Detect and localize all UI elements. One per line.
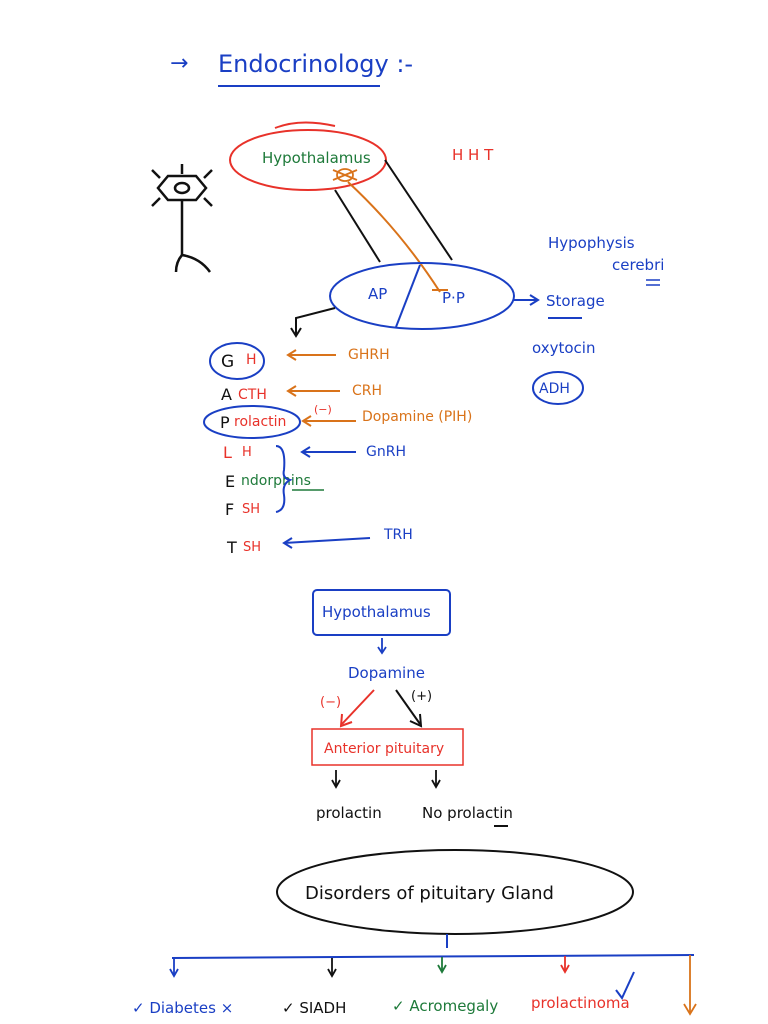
- disorder-item: ✓ Diabetes ×: [132, 999, 233, 1017]
- pituitary-ellipse: [329, 262, 515, 330]
- prolactin-circle: [203, 405, 301, 439]
- flow-no-prolactin: No prolactin: [422, 804, 513, 822]
- flow-neg: (−): [320, 695, 341, 710]
- disorder-item: ✓ SIADH: [282, 999, 346, 1017]
- hormone-rest: H: [242, 445, 252, 460]
- releaser-label: Dopamine (PIH): [362, 409, 472, 425]
- check-icon: [615, 971, 635, 1000]
- hormone-rest: H: [246, 352, 257, 368]
- flow-anterior: Anterior pituitary: [324, 741, 444, 757]
- hypophysis-label: Hypophysis: [548, 234, 635, 252]
- hht-label: H H T: [452, 146, 494, 164]
- storage-label: Storage: [546, 292, 605, 310]
- hormone-initial: F: [225, 500, 234, 519]
- hypothalamus-mark: [274, 121, 336, 129]
- hormone-rest: SH: [243, 540, 261, 555]
- gh-circle: [209, 342, 265, 380]
- disorder-item: prolactinoma: [531, 994, 630, 1012]
- branch-line: [171, 954, 695, 959]
- hormone-rest: SH: [242, 502, 260, 517]
- gonadotropin-brace: [275, 445, 293, 513]
- disorders-ellipse: [276, 849, 634, 935]
- flow-prolactin: prolactin: [316, 804, 382, 822]
- flow-hypothalamus: Hypothalamus: [322, 603, 431, 621]
- adh-label: ADH: [539, 381, 570, 397]
- flow-dopamine: Dopamine: [348, 664, 425, 682]
- hormone-rest: ndorphins: [241, 473, 311, 489]
- hormone-initial: E: [225, 472, 235, 491]
- disorders-title: Disorders of pituitary Gland: [305, 883, 554, 904]
- hypothalamus-label: Hypothalamus: [262, 149, 371, 167]
- flow-pos: (+): [411, 689, 432, 704]
- cerebri-label: cerebri: [612, 256, 664, 274]
- neural-tract: [347, 181, 441, 293]
- page-title: Endocrinology :-: [218, 50, 413, 78]
- title-arrow: →: [170, 51, 188, 76]
- hormone-rest: rolactin: [234, 414, 286, 430]
- hormone-initial: G: [221, 352, 234, 372]
- flow-hypothalamus-box: [312, 589, 451, 636]
- portal-line-1: [334, 189, 381, 263]
- pituitary-divider: [395, 264, 421, 328]
- oxytocin-label: oxytocin: [532, 339, 595, 357]
- inhibit-sign: (−): [314, 403, 332, 416]
- neuron-icon: [151, 164, 213, 273]
- releaser-label: TRH: [383, 527, 413, 543]
- hormone-initial: T: [226, 538, 237, 557]
- portal-line-2: [384, 159, 453, 261]
- releaser-label: GnRH: [366, 444, 406, 460]
- hormone-initial: L: [223, 443, 232, 462]
- hormone-rest: CTH: [238, 387, 267, 403]
- releaser-label: GHRH: [348, 347, 390, 363]
- pp-label: P·P: [442, 289, 465, 307]
- nucleus-icon: [332, 168, 358, 182]
- flow-anterior-box: [311, 728, 464, 766]
- hormone-initial: A: [221, 385, 232, 404]
- adh-circle: [532, 371, 584, 405]
- releaser-label: CRH: [352, 383, 382, 399]
- ap-label: AP: [368, 285, 387, 303]
- hormone-initial: P: [220, 413, 230, 432]
- disorder-item: ✓ Acromegaly: [392, 997, 498, 1015]
